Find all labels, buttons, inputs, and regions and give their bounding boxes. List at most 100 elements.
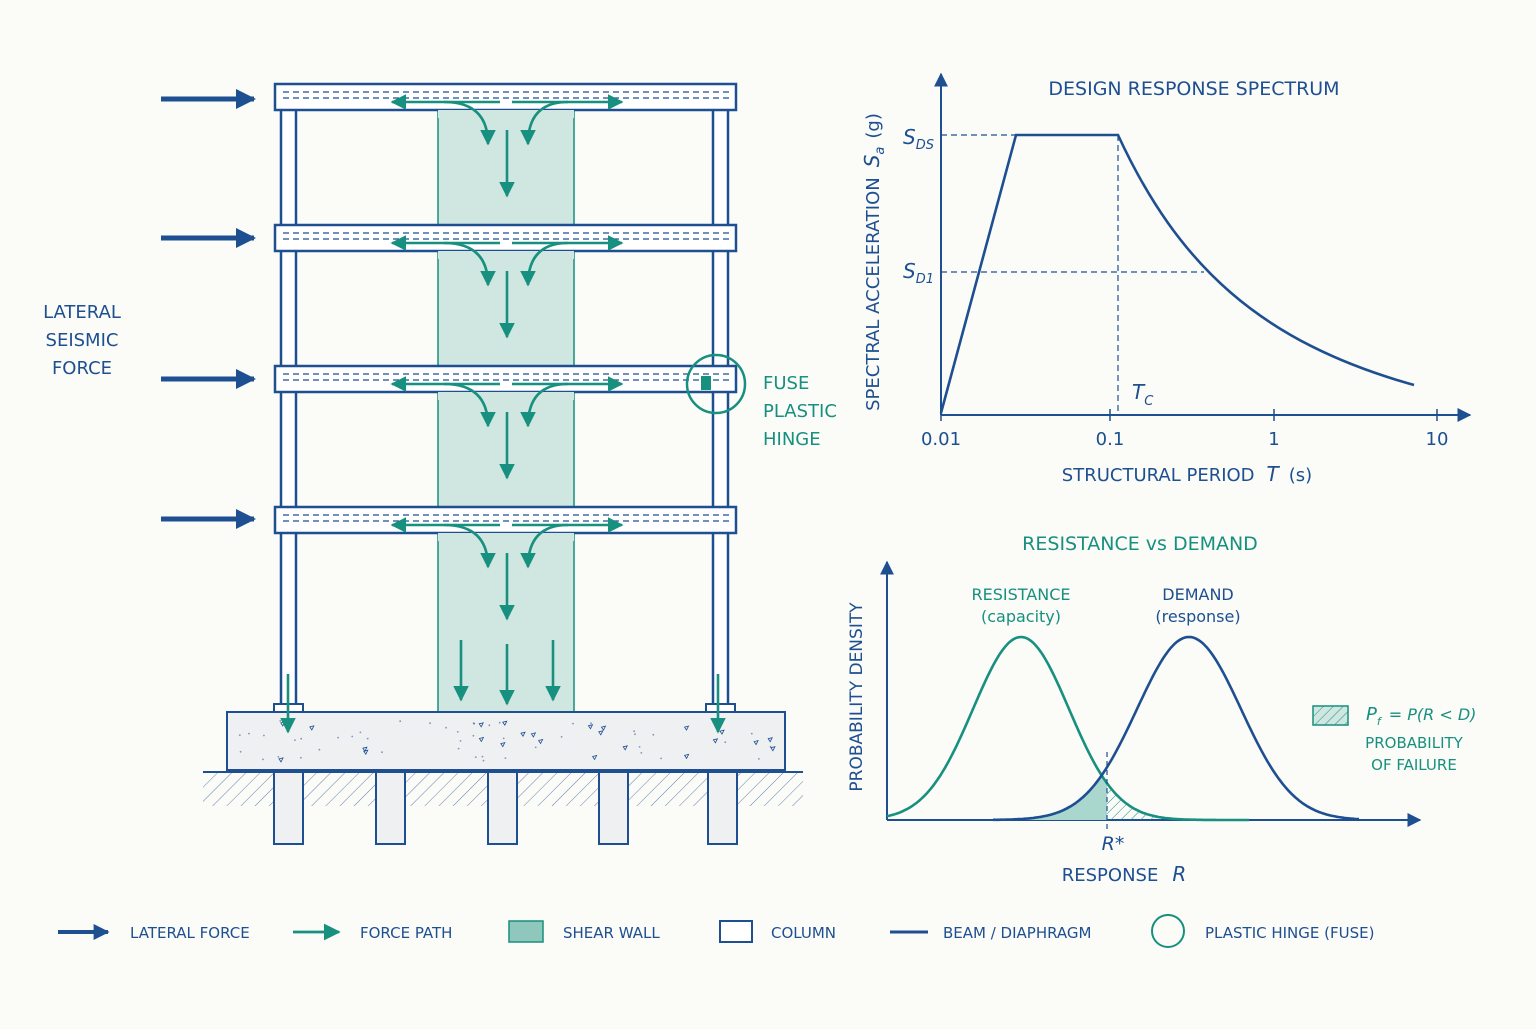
fuse-label-2: PLASTIC <box>763 401 837 422</box>
foundation-pile-4 <box>598 771 629 845</box>
concrete-aggregate <box>683 753 690 760</box>
concrete-aggregate <box>770 746 776 752</box>
demand-label-2: (response) <box>1155 607 1240 626</box>
concrete-aggregate <box>478 736 485 743</box>
demand-curve <box>993 635 1360 822</box>
pf-swatch-hatch <box>1313 706 1348 725</box>
legend-column-icon <box>719 920 753 943</box>
spectrum-curve <box>939 133 1415 414</box>
force-path-curve-left-3 <box>443 382 496 428</box>
foundation-pile-1 <box>273 771 304 845</box>
force-path-curve-right-4 <box>520 523 569 569</box>
spectrum-tick-label: 1 <box>1268 429 1279 450</box>
concrete-speck <box>660 757 662 760</box>
concrete-speck <box>277 756 280 758</box>
concrete-speck <box>238 734 241 736</box>
concrete-aggregate <box>530 732 537 738</box>
lateral-force-arrows <box>161 89 256 529</box>
reliability-y-label: PROBABILITY DENSITY <box>847 602 867 792</box>
concrete-aggregate <box>309 725 315 731</box>
spectrum-y-label: SPECTRAL ACCELERATIONSa(g) <box>860 113 888 411</box>
concrete-speck <box>239 750 242 753</box>
concrete-speck <box>445 726 447 729</box>
spectrum-tick-label: 10 <box>1426 429 1449 450</box>
foundation-pile-3 <box>487 771 518 845</box>
resistance-curve <box>886 635 1249 822</box>
concrete-aggregate <box>598 730 604 736</box>
building-frame: LATERAL SEISMIC FORCE FUSE PLASTIC HINGE <box>43 82 837 845</box>
concrete-speck <box>337 736 339 739</box>
foundation-pile-2 <box>375 771 406 845</box>
concrete-speck <box>300 737 303 740</box>
legend-lateral-force-label: LATERAL FORCE <box>130 924 250 942</box>
floor-slab-3 <box>273 364 738 394</box>
tc-label: TC <box>1132 380 1154 409</box>
concrete-speck <box>366 737 369 740</box>
legend-plastic-hinge-label: PLASTIC HINGE (FUSE) <box>1205 924 1374 942</box>
pf-label-2: OF FAILURE <box>1371 756 1457 774</box>
rstar-label: R* <box>1102 833 1125 855</box>
foundation-mat <box>226 711 786 771</box>
legend-column-label: COLUMN <box>771 924 836 942</box>
reliability-title: RESISTANCE vs DEMAND <box>1022 533 1258 555</box>
concrete-aggregate <box>712 738 719 744</box>
concrete-speck <box>758 758 760 760</box>
concrete-speck <box>750 732 753 735</box>
force-path-curve-right-3 <box>520 382 569 428</box>
concrete-speck <box>248 732 250 735</box>
concrete-speck <box>534 746 537 749</box>
spectrum-tick-label: 0.1 <box>1096 429 1125 450</box>
concrete-speck <box>652 733 655 736</box>
force-path-curve-left-2 <box>443 241 496 287</box>
floor-slab-2 <box>273 223 738 253</box>
concrete-aggregate <box>278 757 284 763</box>
resistance-label-2: (capacity) <box>981 607 1061 626</box>
concrete-aggregate <box>591 754 598 761</box>
wall-joint-3 <box>438 392 574 400</box>
concrete-speck <box>472 722 475 725</box>
concrete-speck <box>724 741 727 744</box>
legend-shear-wall-icon <box>508 920 544 943</box>
fuse-label-3: HINGE <box>763 429 821 450</box>
concrete-aggregate <box>362 746 368 752</box>
concrete-aggregate <box>767 737 773 743</box>
concrete-speck <box>457 747 460 750</box>
concrete-speck <box>262 758 264 761</box>
pf-equation: Pf= P(R < D) <box>1366 704 1476 728</box>
concrete-aggregate <box>622 745 628 751</box>
spectrum-title: DESIGN RESPONSE SPECTRUM <box>1048 78 1339 100</box>
floor-slab-4 <box>273 505 738 535</box>
failure-region-fill <box>993 776 1107 820</box>
concrete-speck <box>560 736 563 738</box>
spectrum-tick-label: 0.01 <box>921 429 961 450</box>
concrete-texture <box>238 720 776 763</box>
legend-plastic-hinge-icon <box>1151 914 1185 948</box>
concrete-speck <box>769 745 772 748</box>
concrete-speck <box>502 737 505 740</box>
concrete-aggregate <box>537 738 544 745</box>
concrete-speck <box>459 740 462 742</box>
lateral-seismic-label-1: LATERAL <box>43 302 121 323</box>
concrete-aggregate <box>600 725 607 731</box>
legend: LATERAL FORCE FORCE PATH SHEAR WALL COLU… <box>58 914 1374 948</box>
concrete-speck <box>640 752 643 754</box>
concrete-speck <box>638 746 641 748</box>
wall-joint-1 <box>438 110 574 118</box>
floor-slab-1 <box>273 82 738 112</box>
base-force-arrows <box>280 674 726 734</box>
resistance-demand-chart: RESISTANCE vs DEMAND R* RESISTANCE (capa… <box>847 533 1476 886</box>
wall-joint-4 <box>438 533 574 541</box>
pf-label-1: PROBABILITY <box>1365 734 1463 752</box>
concrete-speck <box>472 734 475 737</box>
fuse-block <box>701 376 711 390</box>
concrete-speck <box>504 757 507 759</box>
failure-region-hatch <box>1107 783 1250 820</box>
wall-joint-2 <box>438 251 574 259</box>
concrete-speck <box>481 755 484 758</box>
concrete-speck <box>482 759 485 762</box>
force-path-curve-right-1 <box>520 100 569 146</box>
concrete-speck <box>294 739 296 741</box>
